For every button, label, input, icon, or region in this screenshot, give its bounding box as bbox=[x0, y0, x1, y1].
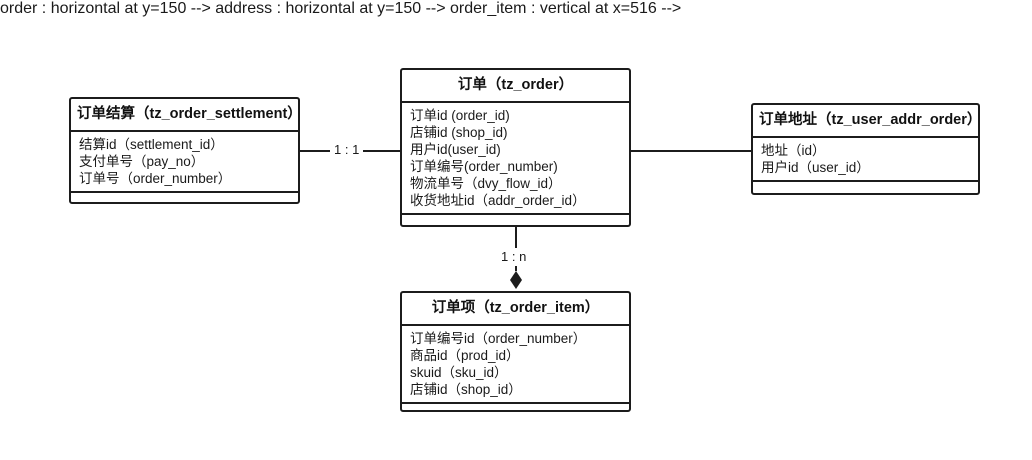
attribute-row: 订单号（order_number） bbox=[79, 170, 232, 186]
attribute-row: 订单编号(order_number) bbox=[410, 158, 558, 174]
attribute-row: 订单编号id（order_number） bbox=[410, 330, 587, 346]
attribute-row: 结算id（settlement_id） bbox=[79, 136, 224, 152]
entity-attributes-user-addr-order: 地址（id） 用户id（user_id） bbox=[753, 138, 978, 182]
relationship-label-order-item: 1 : n bbox=[497, 248, 531, 266]
connector-order-to-address bbox=[631, 150, 751, 152]
entity-title-user-addr-order: 订单地址（tz_user_addr_order） bbox=[753, 105, 981, 138]
entity-order[interactable]: 订单（tz_order） 订单id (order_id) 店铺id (shop_… bbox=[400, 68, 631, 227]
entity-title-order: 订单（tz_order） bbox=[402, 70, 629, 103]
attribute-row: 用户id(user_id) bbox=[410, 141, 501, 157]
attribute-row: 地址（id） bbox=[761, 142, 826, 158]
entity-title-order-item: 订单项（tz_order_item） bbox=[402, 293, 629, 326]
attribute-row: 支付单号（pay_no） bbox=[79, 153, 205, 169]
entity-order-settlement[interactable]: 订单结算（tz_order_settlement） 结算id（settlemen… bbox=[69, 97, 302, 204]
attribute-row: 商品id（prod_id） bbox=[410, 347, 520, 363]
attribute-row: skuid（sku_id） bbox=[410, 364, 508, 380]
attribute-row: 收货地址id（addr_order_id） bbox=[410, 192, 586, 208]
entity-order-item[interactable]: 订单项（tz_order_item） 订单编号id（order_number） … bbox=[400, 291, 631, 412]
relationship-label-settlement-order: 1 : 1 bbox=[330, 141, 364, 159]
entity-attributes-order-item: 订单编号id（order_number） 商品id（prod_id） skuid… bbox=[402, 326, 629, 404]
attribute-row: 物流单号（dvy_flow_id） bbox=[410, 175, 562, 191]
entity-user-addr-order[interactable]: 订单地址（tz_user_addr_order） 地址（id） 用户id（use… bbox=[751, 103, 981, 195]
attribute-row: 用户id（user_id） bbox=[761, 159, 870, 175]
attribute-row: 店铺id（shop_id） bbox=[410, 381, 522, 397]
entity-title-order-settlement: 订单结算（tz_order_settlement） bbox=[71, 99, 302, 132]
attribute-row: 店铺id (shop_id) bbox=[410, 124, 508, 140]
entity-attributes-order-settlement: 结算id（settlement_id） 支付单号（pay_no） 订单号（ord… bbox=[71, 132, 298, 193]
attribute-row: 订单id (order_id) bbox=[410, 107, 510, 123]
entity-attributes-order: 订单id (order_id) 店铺id (shop_id) 用户id(user… bbox=[402, 103, 629, 215]
